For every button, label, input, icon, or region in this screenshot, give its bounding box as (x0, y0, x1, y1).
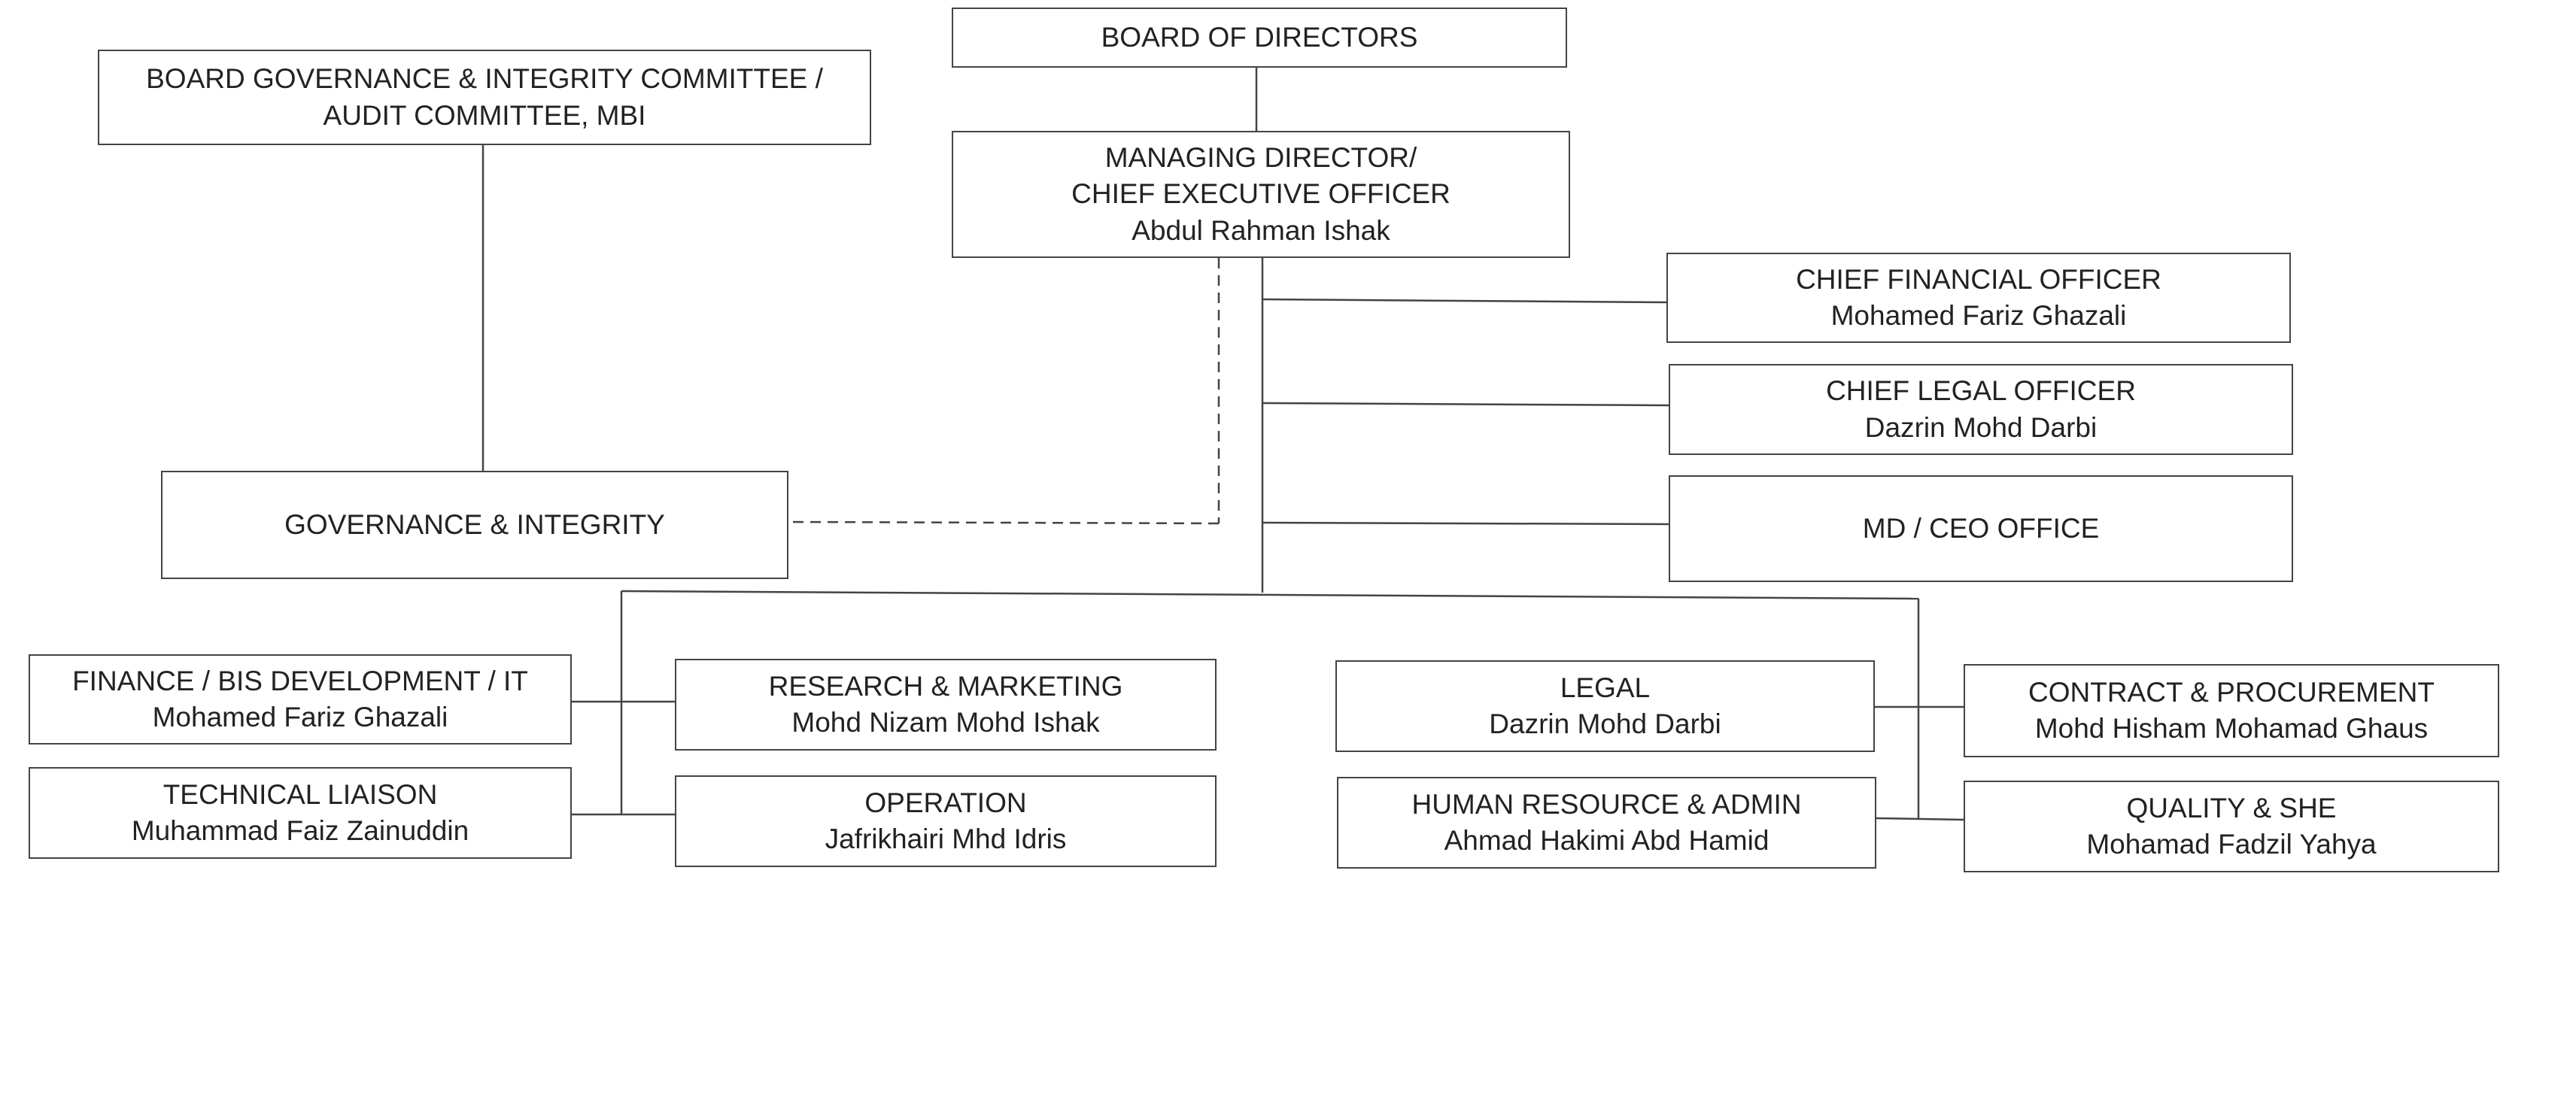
contract-procurement-box: CONTRACT & PROCUREMENT Mohd Hisham Moham… (1964, 664, 2499, 757)
branch-clo-line (1262, 402, 1669, 407)
audit-committee-box: BOARD GOVERNANCE & INTEGRITY COMMITTEE /… (98, 50, 871, 145)
quality-she-title: QUALITY & SHE (2126, 792, 2337, 823)
managing-director-box: MANAGING DIRECTOR/ CHIEF EXECUTIVE OFFIC… (952, 131, 1570, 258)
finance-title: FINANCE / BIS DEVELOPMENT / IT (72, 665, 528, 696)
legal-person: Dazrin Mohd Darbi (1489, 708, 1721, 739)
operation-box: OPERATION Jafrikhairi Mhd Idris (675, 775, 1217, 867)
board-of-directors-box: BOARD OF DIRECTORS (952, 8, 1567, 68)
human-resource-title: HUMAN RESOURCE & ADMIN (1411, 788, 1802, 820)
md-ceo-office-box: MD / CEO OFFICE (1669, 475, 2293, 582)
research-marketing-box: RESEARCH & MARKETING Mohd Nizam Mohd Ish… (675, 659, 1217, 751)
managing-director-title-line2: CHIEF EXECUTIVE OFFICER (1071, 178, 1451, 210)
technical-liaison-box: TECHNICAL LIAISON Muhammad Faiz Zainuddi… (29, 767, 572, 859)
clo-title: CHIEF LEGAL OFFICER (1826, 375, 2136, 407)
operation-person: Jafrikhairi Mhd Idris (825, 823, 1067, 854)
branch-mdoffice-line (1262, 521, 1669, 526)
legal-box: LEGAL Dazrin Mohd Darbi (1335, 660, 1875, 752)
managing-director-person: Abdul Rahman Ishak (1132, 214, 1390, 246)
governance-integrity-box: GOVERNANCE & INTEGRITY (161, 471, 788, 579)
board-of-directors-title: BOARD OF DIRECTORS (1101, 21, 1418, 53)
hr-quality-link (1876, 817, 1964, 821)
research-marketing-title: RESEARCH & MARKETING (768, 670, 1123, 702)
governance-integrity-title: GOVERNANCE & INTEGRITY (284, 508, 665, 540)
finance-box: FINANCE / BIS DEVELOPMENT / IT Mohamed F… (29, 654, 572, 745)
cfo-title: CHIEF FINANCIAL OFFICER (1796, 263, 2161, 295)
contract-procurement-title: CONTRACT & PROCUREMENT (2028, 676, 2435, 708)
managing-director-title-line1: MANAGING DIRECTOR/ (1104, 142, 1417, 174)
technical-liaison-title: TECHNICAL LIAISON (163, 778, 438, 810)
operation-title: OPERATION (864, 787, 1027, 818)
department-bus-line (621, 590, 1919, 600)
branch-cfo-line (1262, 298, 1667, 304)
audit-committee-title-line1: BOARD GOVERNANCE & INTEGRITY COMMITTEE / (146, 63, 823, 95)
clo-person: Dazrin Mohd Darbi (1864, 411, 2098, 443)
human-resource-box: HUMAN RESOURCE & ADMIN Ahmad Hakimi Abd … (1337, 777, 1876, 869)
cfo-person: Mohamed Fariz Ghazali (1830, 300, 2127, 331)
md-ceo-office-title: MD / CEO OFFICE (1862, 512, 2100, 544)
contract-procurement-person: Mohd Hisham Mohamad Ghaus (2034, 713, 2429, 744)
legal-title: LEGAL (1560, 672, 1651, 703)
human-resource-person: Ahmad Hakimi Abd Hamid (1444, 825, 1769, 856)
technical-liaison-person: Muhammad Faiz Zainuddin (131, 815, 469, 846)
audit-committee-title-line2: AUDIT COMMITTEE, MBI (323, 99, 646, 131)
quality-she-box: QUALITY & SHE Mohamad Fadzil Yahya (1964, 781, 2499, 872)
quality-she-person: Mohamad Fadzil Yahya (2086, 829, 2377, 860)
research-marketing-person: Mohd Nizam Mohd Ishak (791, 707, 1100, 738)
md-to-governance-dashed-horizontal (788, 520, 1220, 525)
clo-box: CHIEF LEGAL OFFICER Dazrin Mohd Darbi (1669, 364, 2293, 455)
cfo-box: CHIEF FINANCIAL OFFICER Mohamed Fariz Gh… (1666, 253, 2291, 343)
finance-person: Mohamed Fariz Ghazali (152, 702, 448, 732)
